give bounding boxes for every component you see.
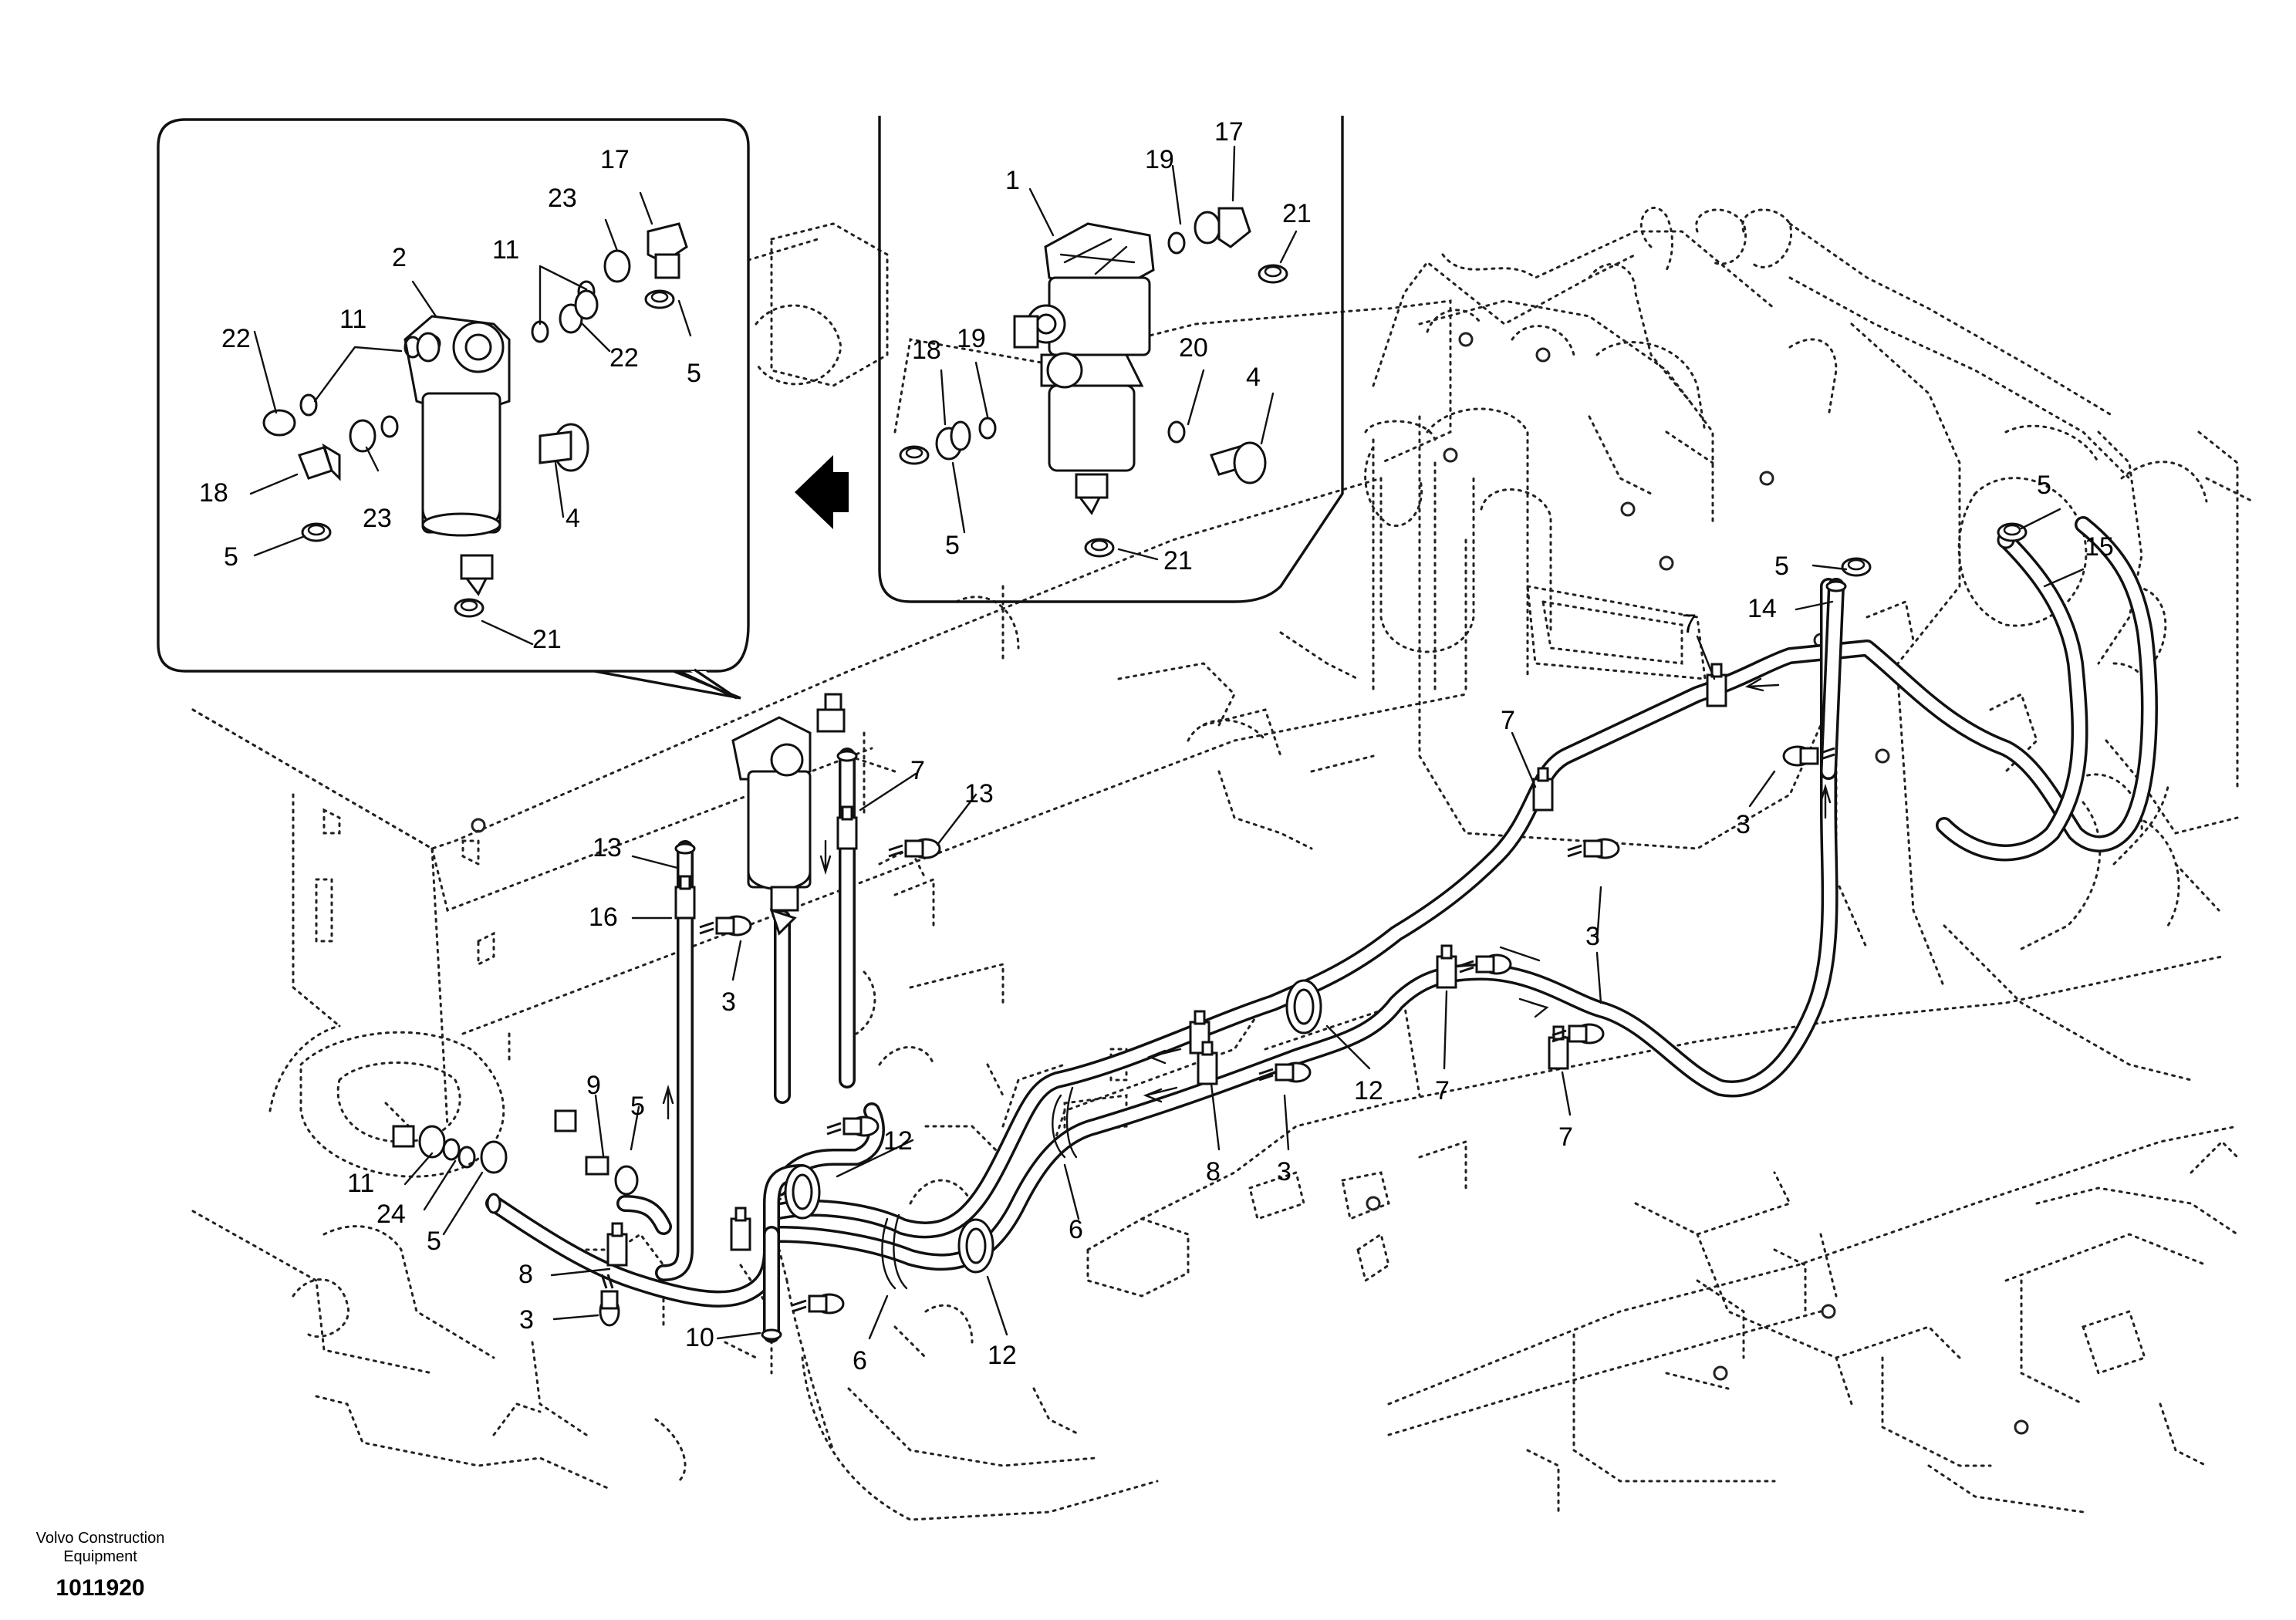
machine-background <box>191 206 2254 1521</box>
callout-16: 16 <box>589 903 618 932</box>
callout-labels: 17 23 11 2 11 22 22 5 18 23 4 5 21 1 19 … <box>199 117 2114 1375</box>
callout-9: 9 <box>586 1071 601 1100</box>
callout-7: 7 <box>1435 1076 1450 1105</box>
callout-7: 7 <box>1682 609 1697 639</box>
callout-4: 4 <box>1246 363 1261 392</box>
callout-20: 20 <box>1179 333 1208 363</box>
direction-arrow-icon <box>795 455 849 529</box>
callout-3: 3 <box>1736 810 1751 839</box>
callout-5: 5 <box>427 1227 441 1256</box>
callout-6: 6 <box>853 1346 867 1375</box>
callout-12: 12 <box>883 1126 913 1156</box>
callout-13: 13 <box>964 779 994 808</box>
engine-block <box>1364 299 2156 742</box>
callout-3: 3 <box>721 987 736 1017</box>
callout-18: 18 <box>199 478 228 508</box>
engine-bolts <box>471 332 2029 1435</box>
callout-22: 22 <box>609 343 639 373</box>
callout-12: 12 <box>988 1341 1017 1370</box>
callout-3: 3 <box>1585 922 1600 951</box>
tank-fittings <box>392 522 2028 1196</box>
callout-8: 8 <box>518 1260 533 1289</box>
callout-14: 14 <box>1747 594 1777 623</box>
callout-6: 6 <box>1069 1215 1083 1244</box>
callout-13: 13 <box>593 833 622 862</box>
grommets <box>784 979 1322 1274</box>
fuel-filter-assembly <box>731 693 846 936</box>
callout-10: 10 <box>685 1323 714 1352</box>
callout-3: 3 <box>519 1305 534 1335</box>
detail-callout-right <box>878 116 1344 603</box>
callout-5: 5 <box>1774 552 1789 581</box>
leader-lines <box>403 508 2085 1340</box>
callout-18: 18 <box>912 336 941 365</box>
callout-15: 15 <box>2085 532 2114 562</box>
hose-ends <box>486 531 2015 1341</box>
callout-19: 19 <box>1145 145 1174 174</box>
callout-8: 8 <box>1206 1157 1221 1186</box>
callout-21: 21 <box>1282 199 1312 228</box>
callout-11: 11 <box>339 305 366 334</box>
callout-21: 21 <box>532 625 562 654</box>
callout-11: 11 <box>492 235 519 265</box>
callout-5: 5 <box>687 359 701 388</box>
callout-21: 21 <box>1163 546 1193 575</box>
callout-17: 17 <box>600 145 630 174</box>
hose-ties <box>881 1086 1078 1290</box>
callout-22: 22 <box>221 324 251 353</box>
callout-7: 7 <box>910 756 925 785</box>
figure-number: 1011920 <box>56 1575 144 1601</box>
callout-5: 5 <box>2037 471 2051 500</box>
callout-17: 17 <box>1214 117 1244 147</box>
flow-arrow-icon <box>662 677 1832 1120</box>
callout-24: 24 <box>376 1200 406 1229</box>
callout-4: 4 <box>566 504 580 533</box>
callout-23: 23 <box>363 504 392 533</box>
detail-callout-left <box>157 118 750 700</box>
callout-11: 11 <box>347 1169 374 1198</box>
callout-5: 5 <box>945 531 960 560</box>
callout-5: 5 <box>630 1092 645 1121</box>
callout-3: 3 <box>1277 1157 1292 1186</box>
callout-7: 7 <box>1501 706 1515 735</box>
callout-12: 12 <box>1354 1076 1383 1105</box>
callout-2: 2 <box>392 243 407 272</box>
callout-23: 23 <box>548 184 577 213</box>
callout-1: 1 <box>1005 166 1020 195</box>
callout-5: 5 <box>224 542 238 572</box>
callout-7: 7 <box>1558 1122 1573 1152</box>
callout-19: 19 <box>957 324 986 353</box>
